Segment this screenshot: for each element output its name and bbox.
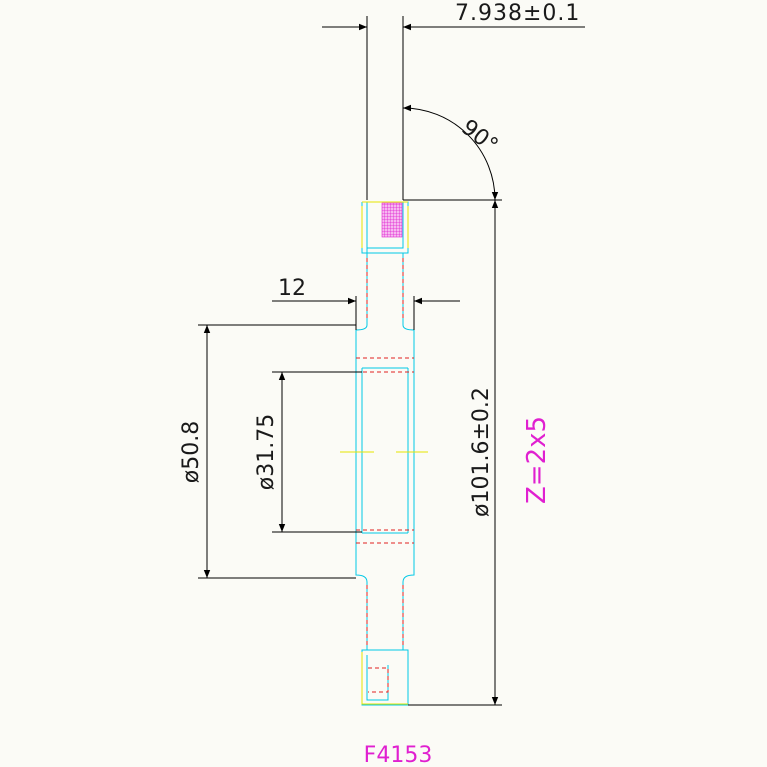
hub-diameter-dimension: ø50.8 <box>179 421 204 483</box>
hidden-lines <box>356 258 414 693</box>
bore-diameter-dimension: ø31.75 <box>254 414 279 490</box>
part-outline <box>355 201 415 706</box>
width-top-dimension: 7.938±0.1 <box>455 1 580 26</box>
gear-note: Z=2x5 <box>522 416 552 504</box>
part-number: F4153 <box>364 743 433 767</box>
outer-diameter-dimension: ø101.6±0.2 <box>469 387 494 517</box>
angle-dimension: 90° <box>456 115 502 159</box>
hub-width-dimension: 12 <box>278 276 306 301</box>
tooth-hatch <box>381 202 403 238</box>
tooth-flank-lines <box>361 201 409 705</box>
dimension-lines <box>198 16 585 706</box>
